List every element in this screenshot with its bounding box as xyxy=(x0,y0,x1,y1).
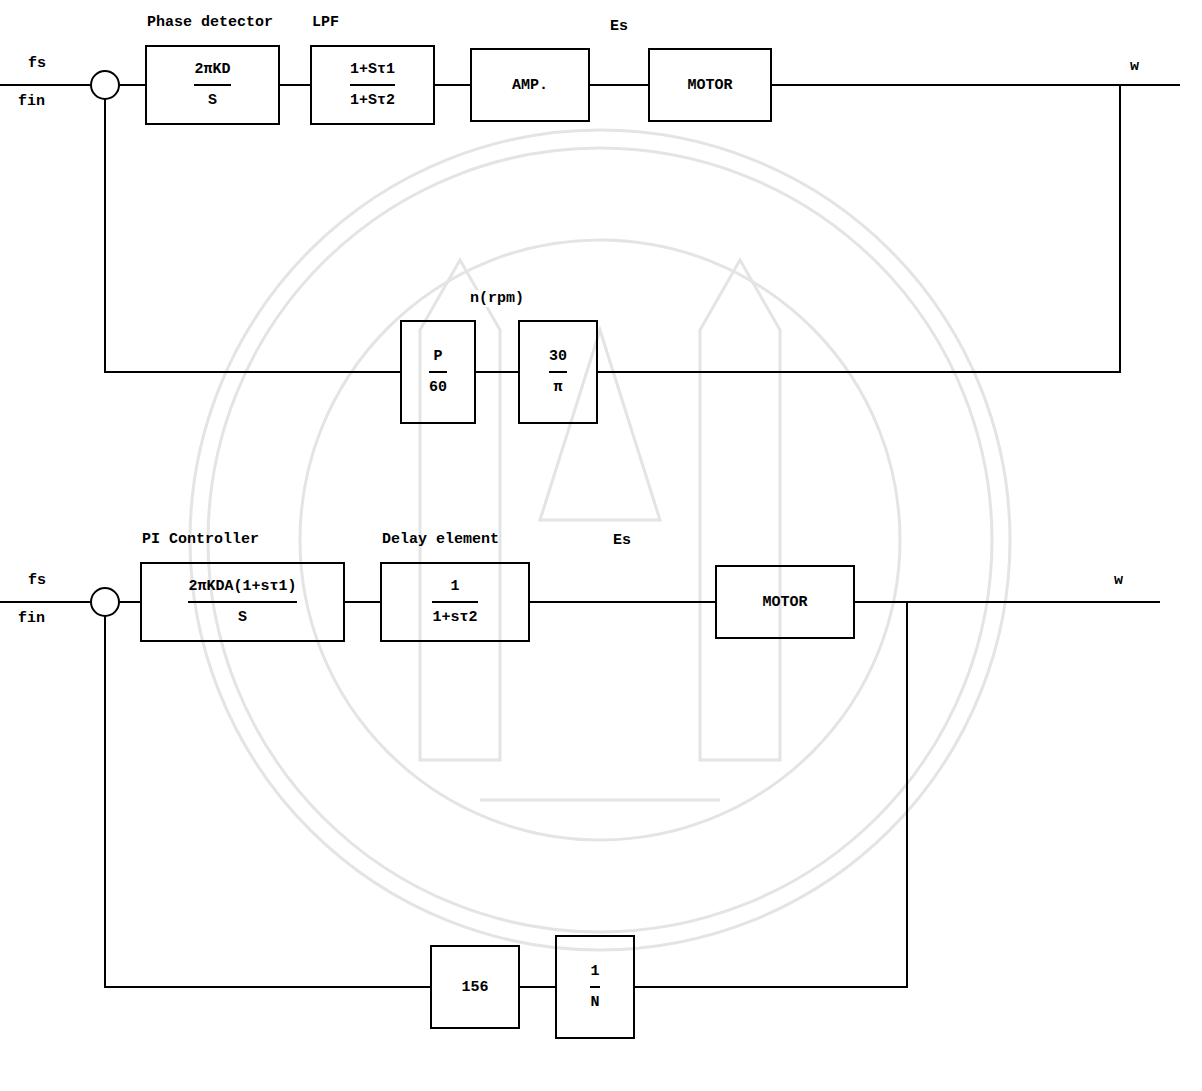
signal-line xyxy=(530,601,715,603)
signal-label: w xyxy=(1112,572,1125,589)
motor-block: MOTOR xyxy=(715,565,855,639)
signal-label: fin xyxy=(16,610,47,627)
signal-label: fs xyxy=(26,572,48,589)
block-text: MOTOR xyxy=(687,77,732,94)
fraction-bar xyxy=(432,601,477,603)
denominator: S xyxy=(208,92,217,109)
pi-controller-block: PI Controller2πKDA(1+sτ1)S xyxy=(140,562,345,642)
signal-label: w xyxy=(1128,58,1141,75)
denominator: N xyxy=(590,994,599,1011)
transfer-fraction: 1N xyxy=(590,963,599,1011)
signal-line xyxy=(598,85,1120,372)
signal-line xyxy=(280,84,310,86)
fraction-bar xyxy=(590,986,599,988)
signal-label: fs xyxy=(26,55,48,72)
output-wire xyxy=(907,601,1160,603)
block-label: 156 xyxy=(461,979,488,996)
numerator: P xyxy=(433,348,442,365)
transfer-fraction: P 60 xyxy=(429,348,447,396)
output-wire xyxy=(1120,84,1180,86)
signal-line xyxy=(590,84,648,86)
block-text: 156 xyxy=(461,979,488,996)
fraction-bar xyxy=(350,84,395,86)
signal-line xyxy=(345,601,380,603)
feedback-wire xyxy=(105,616,430,987)
gain-block: P 60 xyxy=(400,320,476,424)
gain-block: 1N xyxy=(555,935,635,1039)
denominator: S xyxy=(238,609,247,626)
denominator: π xyxy=(553,379,562,396)
numerator: 1 xyxy=(450,578,459,595)
numerator: 30 xyxy=(549,348,567,365)
fraction-bar xyxy=(429,371,447,373)
transfer-fraction: 1 1+sτ2 xyxy=(432,578,477,626)
amplifier-block: AMP. xyxy=(470,48,590,122)
error-wire xyxy=(119,601,140,603)
signal-label: fin xyxy=(16,93,47,110)
low-pass-filter-block: LPF1+Sτ11+Sτ2 xyxy=(310,45,435,125)
motor-block: MOTOR xyxy=(648,48,772,122)
fraction-bar xyxy=(188,601,296,603)
transfer-fraction: 2πKD S xyxy=(194,61,230,109)
transfer-fraction: 2πKDA(1+sτ1) S xyxy=(188,578,296,626)
numerator: 2πKD xyxy=(194,61,230,78)
signal-label: n(rpm) xyxy=(468,290,526,307)
input-wire xyxy=(0,84,91,86)
fraction-bar xyxy=(194,84,230,86)
phase-detector-block: Phase detector2πKDS xyxy=(145,45,280,125)
block-heading: PI Controller xyxy=(142,531,259,548)
transfer-fraction: 1+Sτ1 1+Sτ2 xyxy=(350,61,395,109)
gain-block: 156 xyxy=(430,945,520,1029)
block-label: MOTOR xyxy=(762,594,807,611)
signal-label: Es xyxy=(611,532,633,549)
numerator: 1 xyxy=(590,963,599,980)
signal-line xyxy=(435,84,470,86)
numerator: 2πKDA(1+sτ1) xyxy=(188,578,296,595)
denominator: 60 xyxy=(429,379,447,396)
feedback-wire xyxy=(105,99,400,372)
signal-line xyxy=(520,986,555,988)
block-heading: Delay element xyxy=(382,531,499,548)
block-text: AMP. xyxy=(512,77,548,94)
signal-line xyxy=(635,602,907,987)
gain-block: 30 π xyxy=(518,320,598,424)
denominator: 1+sτ2 xyxy=(432,609,477,626)
summing-junction xyxy=(91,588,119,616)
signal-line xyxy=(476,371,518,373)
block-label: AMP. xyxy=(512,77,548,94)
signal-label: Es xyxy=(608,18,630,35)
block-heading: LPF xyxy=(312,14,339,31)
denominator: 1+Sτ2 xyxy=(350,92,395,109)
numerator: 1+Sτ1 xyxy=(350,61,395,78)
block-heading: Phase detector xyxy=(147,14,273,31)
error-wire xyxy=(119,84,145,86)
input-wire xyxy=(0,601,91,603)
transfer-fraction: 30 π xyxy=(549,348,567,396)
summing-junction xyxy=(91,71,119,99)
fraction-bar xyxy=(549,371,567,373)
delay-block: Delay element11+sτ2 xyxy=(380,562,530,642)
block-label: MOTOR xyxy=(687,77,732,94)
block-text: MOTOR xyxy=(762,594,807,611)
